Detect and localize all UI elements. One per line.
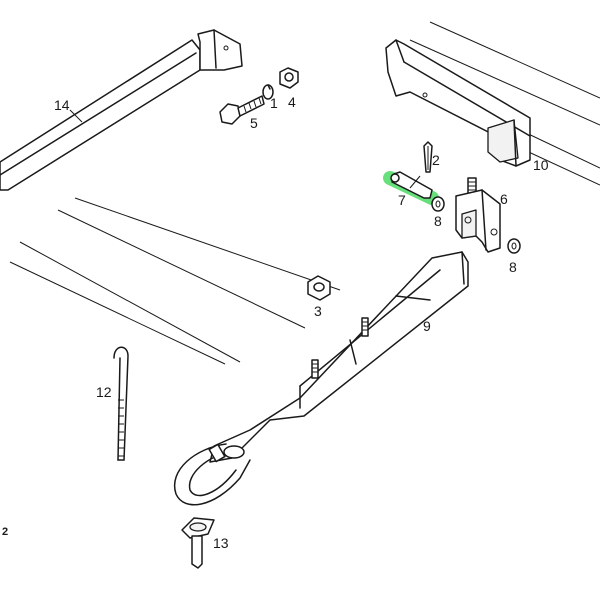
- callout-9: 9: [423, 318, 431, 334]
- hitch-pin-part: [181, 517, 215, 569]
- cross-bar-part: [0, 29, 243, 191]
- callout-3: 3: [314, 303, 322, 319]
- callout-labels: 14 5 1 4 10 2 7 6 8 8 3 9 12 13 2: [2, 94, 549, 551]
- j-bolt-part: [113, 346, 129, 461]
- washer-part-b: [507, 238, 521, 254]
- callout-8b: 8: [509, 259, 517, 275]
- callout-12: 12: [96, 384, 112, 400]
- callout-4: 4: [288, 94, 296, 110]
- bolt-part: [219, 95, 265, 125]
- callout-5: 5: [250, 115, 258, 131]
- callout-14: 14: [54, 97, 70, 113]
- cotter-pin-part: [423, 141, 433, 173]
- lock-washer-part: [262, 84, 274, 100]
- u-clamp-part: [455, 177, 501, 253]
- callout-8a: 8: [434, 213, 442, 229]
- drawbar-tongue-part: [173, 251, 469, 506]
- mounting-bracket-part: [385, 39, 531, 167]
- page-reference: 2: [2, 526, 8, 538]
- callout-1: 1: [270, 95, 278, 111]
- callout-13: 13: [213, 535, 229, 551]
- hex-nut-part-4: [279, 67, 299, 89]
- callout-7: 7: [398, 192, 406, 208]
- washer-part-a: [431, 196, 445, 212]
- callout-6: 6: [500, 191, 508, 207]
- callout-10: 10: [533, 157, 549, 173]
- hex-nut-part-3: [307, 275, 331, 301]
- frame-lines: [9, 21, 600, 365]
- leader-lines: [69, 109, 421, 189]
- callout-2: 2: [432, 152, 440, 168]
- clevis-pin-part: [383, 171, 439, 205]
